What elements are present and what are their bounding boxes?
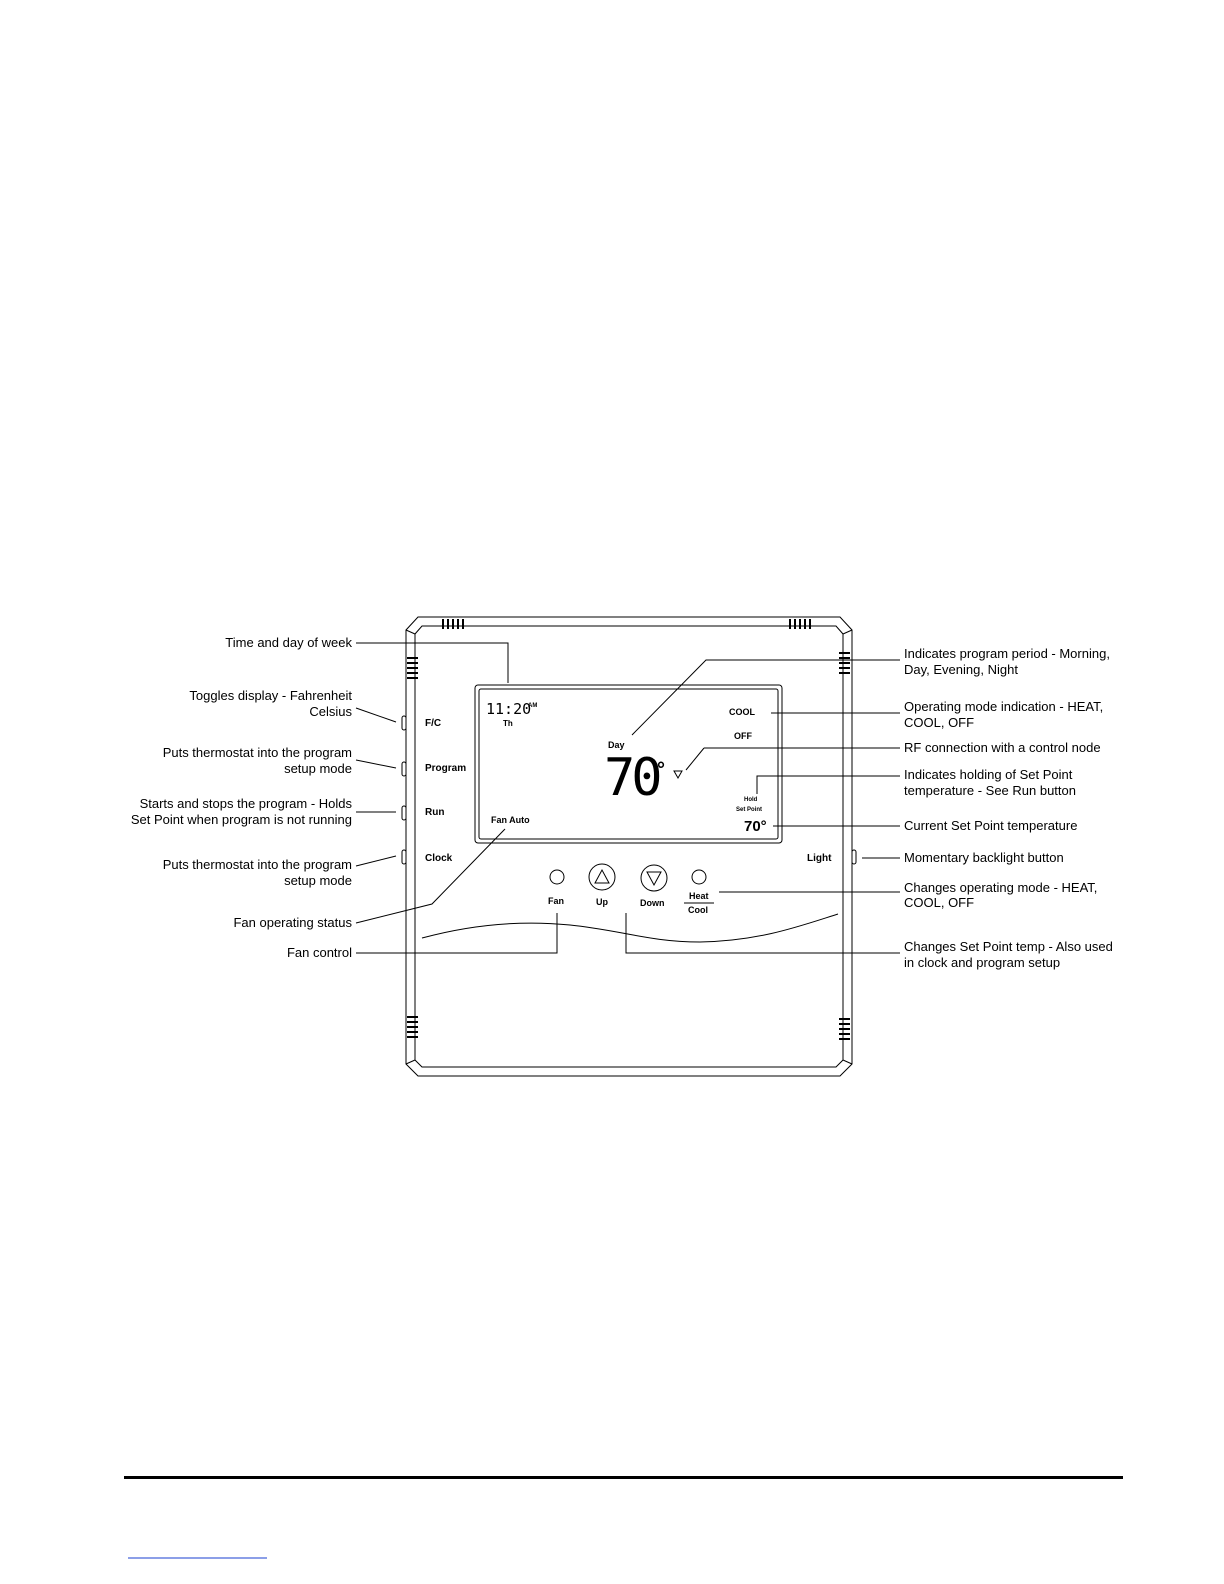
down-arrow-icon <box>646 871 662 887</box>
heat-label: Heat <box>689 891 709 901</box>
display-ampm: AM <box>528 703 537 709</box>
callout-change-sp-line2: in clock and program setup <box>904 955 1060 970</box>
callout-period-line1: Indicates program period - Morning, <box>904 646 1110 661</box>
heat-cool-button[interactable] <box>691 869 707 885</box>
callout-time-day: Time and day of week <box>225 635 352 650</box>
light-button[interactable]: Light <box>807 853 832 864</box>
callout-run-line2: Set Point when program is not running <box>131 812 352 827</box>
callout-program-line2: setup mode <box>284 761 352 776</box>
vent-left-upper <box>407 657 418 679</box>
fc-button[interactable]: F/C <box>425 718 441 729</box>
up-button-label: Up <box>596 897 608 907</box>
callout-backlight: Momentary backlight button <box>904 850 1064 865</box>
callout-fc-line1: Toggles display - Fahrenheit <box>189 688 352 703</box>
callout-fc-line2: Celsius <box>309 704 352 719</box>
callout-run-line1: Starts and stops the program - Holds <box>140 796 353 811</box>
display-mode-cool: COOL <box>729 707 756 717</box>
down-button-label: Down <box>640 898 665 908</box>
callout-mode-line2: COOL, OFF <box>904 715 974 730</box>
callout-rf: RF connection with a control node <box>904 740 1101 755</box>
front-wave-line <box>421 913 839 943</box>
callout-change-mode-line1: Changes operating mode - HEAT, <box>904 880 1097 895</box>
display-hold: Hold <box>744 797 758 803</box>
callout-hold-line1: Indicates holding of Set Point <box>904 767 1073 782</box>
display-set-point-label: Set Point <box>736 807 762 813</box>
callout-change-mode-line2: COOL, OFF <box>904 895 974 910</box>
cool-label: Cool <box>688 905 708 915</box>
up-arrow-icon <box>594 868 610 884</box>
display-degree: ° <box>657 759 665 781</box>
side-button-nubs <box>401 715 857 865</box>
callout-program-line1: Puts thermostat into the program <box>163 745 352 760</box>
callout-clock-line2: setup mode <box>284 873 352 888</box>
footer-rule <box>124 1476 1123 1479</box>
run-button[interactable]: Run <box>425 807 444 818</box>
rf-signal-icon <box>673 770 683 780</box>
lcd-display <box>474 684 783 844</box>
display-set-point-value: 70° <box>744 818 767 835</box>
callout-setpoint: Current Set Point temperature <box>904 818 1077 833</box>
callout-fan-control: Fan control <box>287 945 352 960</box>
leader-lines <box>355 642 900 954</box>
display-temperature: 70 <box>604 748 659 808</box>
vent-top-right <box>789 619 811 629</box>
up-button[interactable] <box>588 863 616 891</box>
program-button[interactable]: Program <box>425 763 466 774</box>
callout-clock-line1: Puts thermostat into the program <box>163 857 352 872</box>
display-day: Th <box>503 719 513 728</box>
clock-button[interactable]: Clock <box>425 853 453 864</box>
display-time: 11:20 <box>486 700 531 718</box>
callout-period-line2: Day, Evening, Night <box>904 662 1018 677</box>
display-period: Day <box>608 740 625 750</box>
callout-fan-status: Fan operating status <box>233 915 352 930</box>
vent-top-left <box>442 619 464 629</box>
fan-button-label: Fan <box>548 896 564 906</box>
callout-hold-line2: temperature - See Run button <box>904 783 1076 798</box>
callout-mode-line1: Operating mode indication - HEAT, <box>904 699 1103 714</box>
callout-change-sp-line1: Changes Set Point temp - Also used <box>904 939 1113 954</box>
display-fan-status: Fan Auto <box>491 815 530 825</box>
vent-right-lower <box>839 1018 850 1040</box>
down-button[interactable] <box>640 864 668 892</box>
thermostat-body <box>405 616 853 1077</box>
display-mode-off: OFF <box>734 731 752 741</box>
vent-left-lower <box>407 1016 418 1038</box>
vent-right-upper <box>839 652 850 674</box>
fan-button[interactable] <box>549 869 565 885</box>
